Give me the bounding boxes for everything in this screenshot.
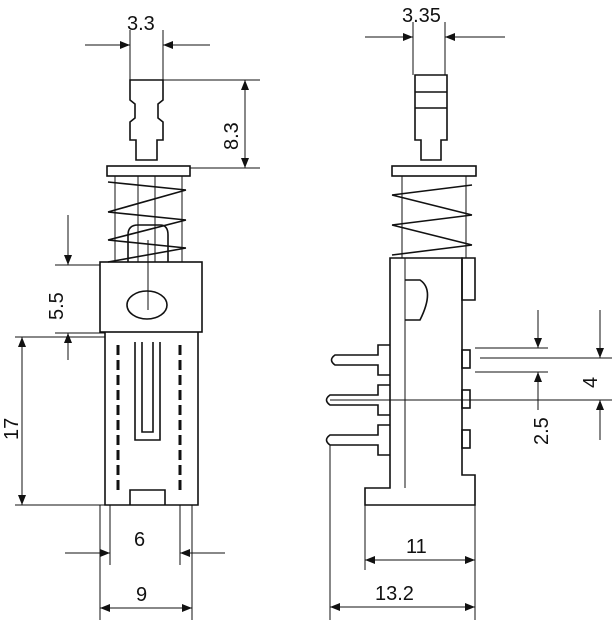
upper-body xyxy=(99,261,203,333)
dim-label: 8.3 xyxy=(221,122,243,150)
dim-label: 13.2 xyxy=(375,583,414,605)
side-view: 3.35 2.5 4 11 13.2 xyxy=(325,5,612,620)
dim-label: 6 xyxy=(134,529,145,551)
front-view: 3.3 8.3 5.5 17 6 9 xyxy=(1,13,260,620)
dim-label: 4 xyxy=(580,377,602,388)
spring xyxy=(107,181,187,263)
dim-label: 3.3 xyxy=(127,13,155,35)
lower-body xyxy=(104,332,199,506)
dim-label: 2.5 xyxy=(531,417,553,445)
dim-label: 9 xyxy=(136,584,147,606)
plunger xyxy=(414,74,448,161)
dim-label: 17 xyxy=(1,418,23,440)
body xyxy=(364,257,476,506)
dim-label: 5.5 xyxy=(46,292,68,320)
dim-label: 3.35 xyxy=(402,5,441,27)
collar xyxy=(106,165,191,177)
dim-label: 11 xyxy=(406,536,427,558)
plunger xyxy=(129,79,164,161)
spring xyxy=(391,184,473,256)
